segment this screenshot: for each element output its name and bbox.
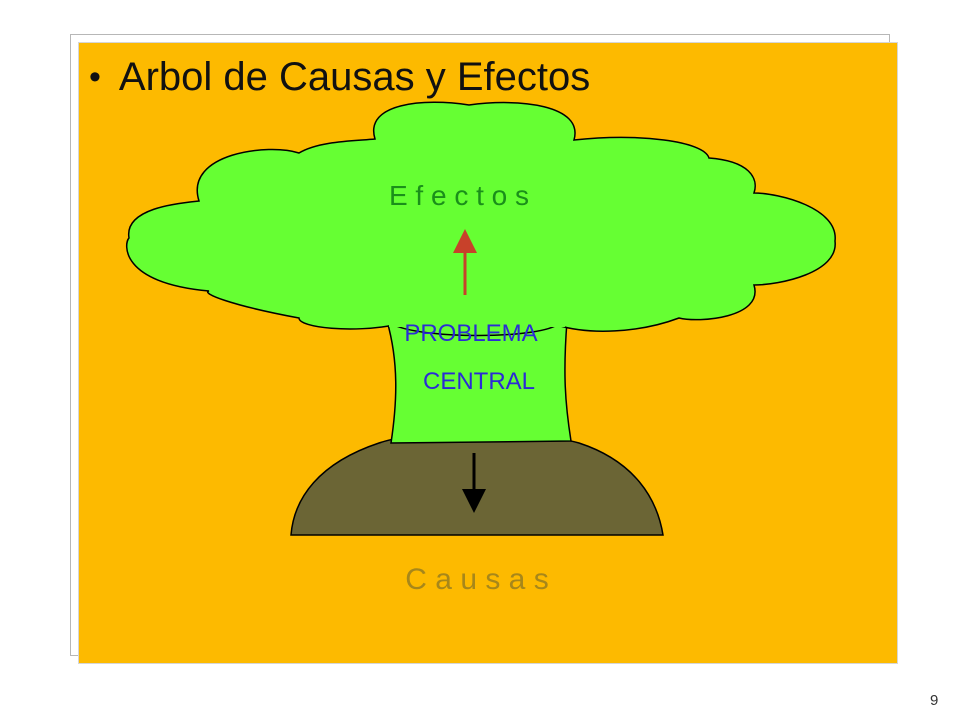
page-number: 9 bbox=[930, 692, 939, 709]
effects-label: E f e c t o s bbox=[389, 180, 529, 211]
causes-label: C a u s a s bbox=[405, 563, 548, 596]
problem-label-line1: PROBLEMA bbox=[404, 320, 537, 347]
tree-canopy bbox=[125, 101, 836, 337]
problem-label-line2: CENTRAL bbox=[423, 368, 535, 395]
ground-mound bbox=[290, 431, 664, 536]
cause-effect-tree-diagram: E f e c t o s PROBLEMA CENTRAL C a u s a… bbox=[125, 101, 836, 596]
slide-title-row: • Arbol de Causas y Efectos bbox=[89, 55, 590, 100]
slide: • Arbol de Causas y Efectos E f e c t o … bbox=[78, 42, 898, 664]
bullet-icon: • bbox=[89, 58, 101, 96]
slide-title: Arbol de Causas y Efectos bbox=[118, 55, 591, 99]
tree-trunk bbox=[386, 320, 572, 444]
